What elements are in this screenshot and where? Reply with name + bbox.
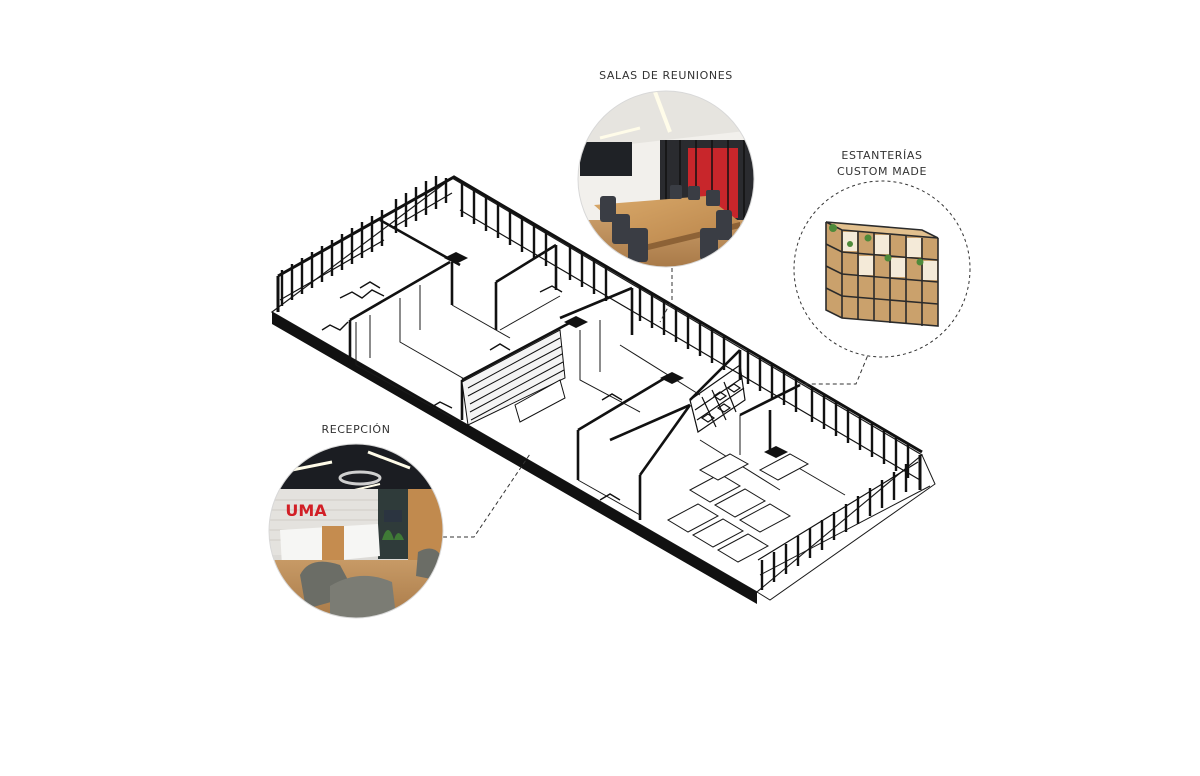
reception-photo (269, 444, 443, 618)
label-shelving-line2: CUSTOM MADE (836, 165, 928, 178)
plan-lattice (689, 363, 746, 433)
callout-leaders (443, 268, 871, 538)
shelving-illustration (793, 180, 971, 358)
floor-plan (270, 175, 936, 604)
facade-windows-front (757, 461, 919, 590)
glass-partitions (355, 285, 846, 516)
workstations (666, 453, 810, 563)
shelving-unit (825, 221, 939, 327)
meeting-room-frame (577, 90, 755, 268)
reception-frame (268, 443, 444, 619)
interior-walls (348, 218, 801, 520)
label-shelving-line1: ESTANTERÍAS (841, 149, 923, 162)
plan-shelving (461, 329, 566, 426)
columns (444, 252, 788, 458)
leader-meeting (659, 268, 673, 323)
leader-shelving (800, 349, 871, 385)
facade-windows-left (279, 176, 453, 306)
label-shelving: ESTANTERÍAS CUSTOM MADE (792, 148, 972, 180)
meeting-room-photo (578, 91, 754, 267)
facade-windows-right (459, 183, 921, 481)
floor-hatches (321, 281, 623, 501)
leader-reception (443, 453, 531, 538)
label-reception: RECEPCIÓN (321, 423, 391, 436)
back-facade (277, 175, 923, 454)
brand-logo-text: UMA (285, 501, 327, 520)
label-meeting-rooms: SALAS DE REUNIONES (599, 69, 733, 82)
